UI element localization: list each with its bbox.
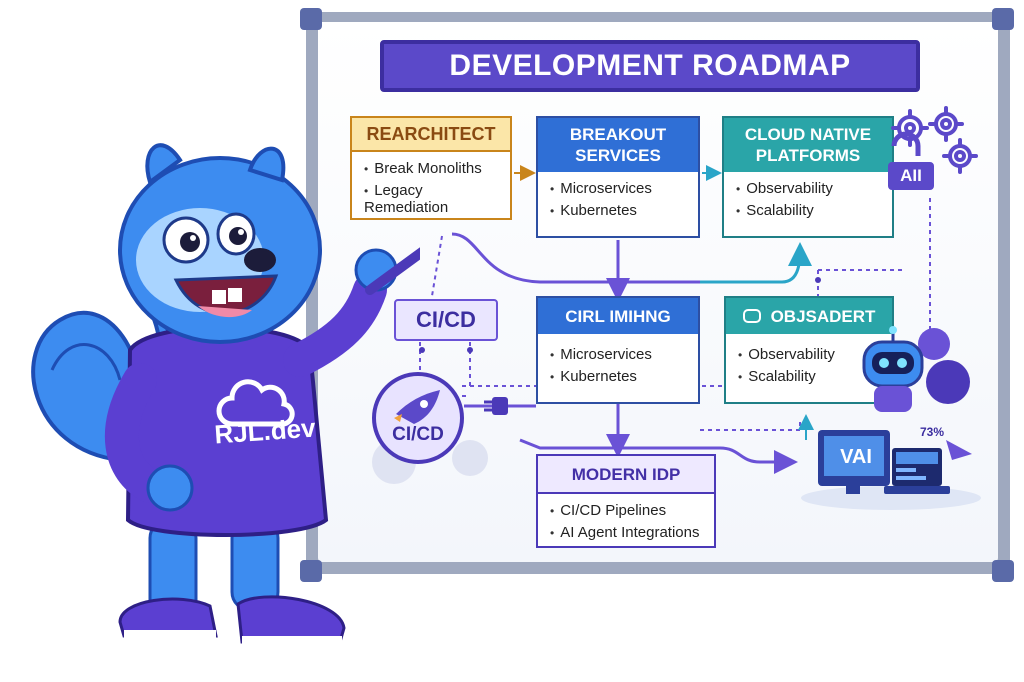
node-ciri-header: CIRL IMIHNG xyxy=(538,298,698,334)
board-corner xyxy=(300,8,322,30)
node-obj-header: OBJSADERT xyxy=(726,298,892,334)
node-rearchitect-header: REARCHITECT xyxy=(352,118,510,152)
header-line: SERVICES xyxy=(575,146,661,165)
board-corner xyxy=(992,8,1014,30)
list-item: CI/CD Pipelines xyxy=(550,502,702,519)
node-rearchitect: REARCHITECT Break Monoliths Legacy Remed… xyxy=(350,116,512,220)
pen-icon xyxy=(365,247,420,295)
link-bottom-flow xyxy=(519,438,798,474)
node-rearchitect-list: Break Monoliths Legacy Remediation xyxy=(352,152,510,229)
lock-icon xyxy=(891,131,921,156)
plug-icon xyxy=(484,397,508,415)
node-cloud-native: CLOUD NATIVE PLATFORMS Observability Sca… xyxy=(722,116,894,238)
node-modern-idp: MODERN IDP CI/CD Pipelines AI Agent Inte… xyxy=(536,454,716,548)
list-item: Microservices xyxy=(550,180,686,197)
node-cloud-list: Observability Scalability xyxy=(724,172,892,232)
board-corner xyxy=(992,560,1014,582)
dash-cicd-rocket xyxy=(419,342,471,386)
list-item: Kubernetes xyxy=(550,202,686,219)
node-ciri-list: Microservices Kubernetes xyxy=(538,334,698,398)
gear-icon xyxy=(891,106,978,174)
header-line: BREAKOUT xyxy=(569,125,667,144)
node-breakout-services: BREAKOUT SERVICES Microservices Kubernet… xyxy=(536,116,700,238)
node-breakout-header: BREAKOUT SERVICES xyxy=(538,118,698,172)
list-item: AI Agent Integrations xyxy=(550,524,702,541)
list-item: Legacy Remediation xyxy=(364,182,498,216)
mascot-squirrel xyxy=(31,143,420,644)
dash-rearch-cicd xyxy=(431,235,443,297)
node-idp-header: MODERN IDP xyxy=(538,456,714,494)
node-obj-list: Observability Scalability xyxy=(726,334,892,398)
node-breakout-list: Microservices Kubernetes xyxy=(538,172,698,232)
robot-icon xyxy=(862,326,970,412)
list-item: Observability xyxy=(736,180,880,197)
link-cloud-obj xyxy=(700,242,812,284)
rocket-icon xyxy=(394,390,440,424)
roadmap-title: DEVELOPMENT ROADMAP xyxy=(380,40,920,92)
header-line: CLOUD NATIVE xyxy=(744,125,872,144)
percent-label: 73% xyxy=(920,425,945,439)
list-item: Break Monoliths xyxy=(364,160,498,177)
board-corner xyxy=(300,560,322,582)
node-cloud-header: CLOUD NATIVE PLATFORMS xyxy=(724,118,892,172)
link-pen-ciri xyxy=(451,232,700,284)
list-item: Scalability xyxy=(736,202,880,219)
monitor-label: VAI xyxy=(840,446,872,468)
ai-lock-badge: AII xyxy=(888,162,934,190)
node-cirl-imihng: CIRL IMIHNG Microservices Kubernetes xyxy=(536,296,700,404)
cloud-icon xyxy=(216,379,295,427)
list-item: Scalability xyxy=(738,368,880,385)
list-item: Observability xyxy=(738,346,880,363)
monitor-icon xyxy=(801,430,981,510)
list-item: Kubernetes xyxy=(550,368,686,385)
node-idp-list: CI/CD Pipelines AI Agent Integrations xyxy=(538,494,714,554)
header-line: PLATFORMS xyxy=(755,146,861,165)
rocket-label: CI/CD xyxy=(392,424,444,445)
header-label: OBJSADERT xyxy=(770,306,876,326)
list-item: Microservices xyxy=(550,346,686,363)
eye-icon xyxy=(742,309,761,323)
node-cicd: CI/CD xyxy=(394,299,498,341)
